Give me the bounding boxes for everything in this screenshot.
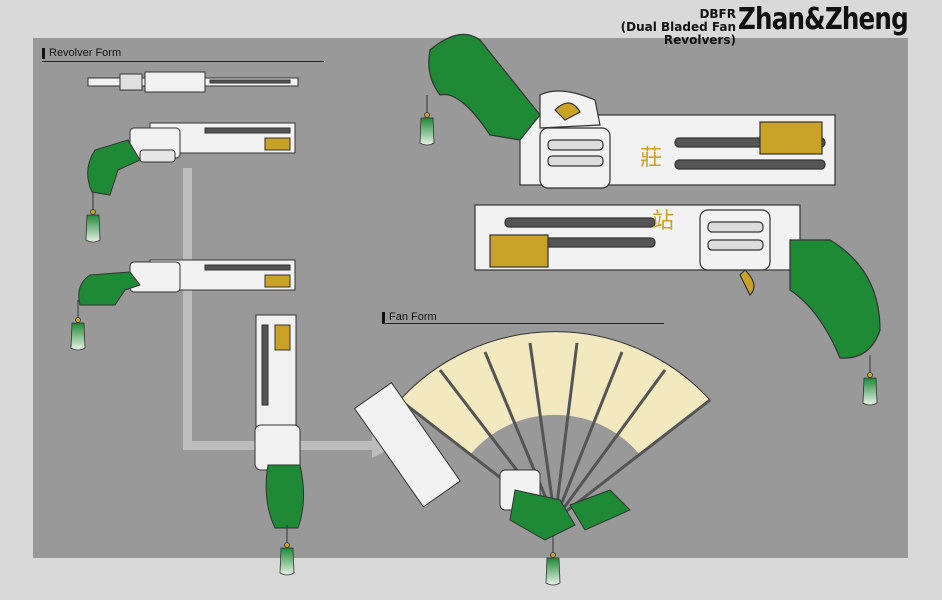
glyph-zhan: 站 — [652, 209, 674, 234]
revolver-side-small-2 — [70, 259, 296, 351]
revolver-side-small-1 — [85, 122, 296, 243]
title-subtitle: (Dual Bladed Fan Revolvers) — [620, 20, 736, 47]
section-marker — [382, 311, 385, 323]
revolver-large-2: 站 — [474, 204, 881, 406]
revolver-top-view — [87, 71, 299, 93]
glyph-zheng: 莊 — [640, 146, 662, 171]
revolver-vertical — [254, 314, 305, 576]
section-label: Fan Form — [389, 311, 437, 323]
page-title: Zhan&Zheng — [738, 2, 909, 37]
section-revolver-form: Revolver Form — [42, 47, 121, 59]
section-rule — [382, 323, 664, 324]
section-fan-form: Fan Form — [382, 311, 437, 323]
section-marker — [42, 47, 45, 59]
title-code: DBFR — [699, 7, 736, 21]
section-label: Revolver Form — [49, 47, 122, 59]
fan-form — [353, 331, 711, 586]
revolver-large-1: 莊 — [419, 33, 836, 189]
section-rule — [42, 61, 324, 62]
